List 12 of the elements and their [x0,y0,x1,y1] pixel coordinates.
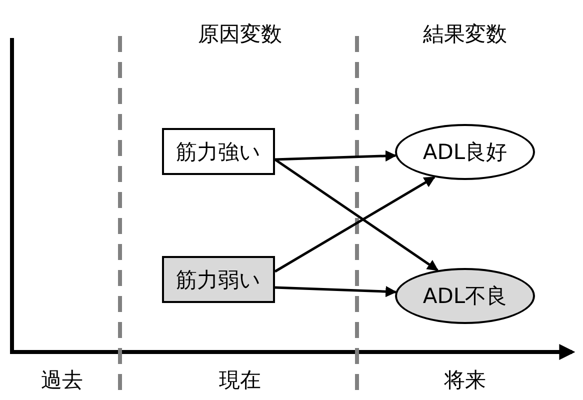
factor-box: 筋力強い [162,128,275,175]
arrow [274,150,397,162]
factor-box: 筋力弱い [162,256,275,303]
column-heading: 原因変数 [198,21,282,48]
time-label: 過去 [41,367,83,394]
outcome-ellipse: ADL不良 [395,268,535,324]
time-label: 現在 [219,367,261,394]
arrow [274,286,397,298]
time-label: 将来 [444,367,486,394]
arrow [274,176,436,273]
column-heading: 結果変数 [423,21,507,48]
outcome-ellipse: ADL良好 [395,124,535,180]
